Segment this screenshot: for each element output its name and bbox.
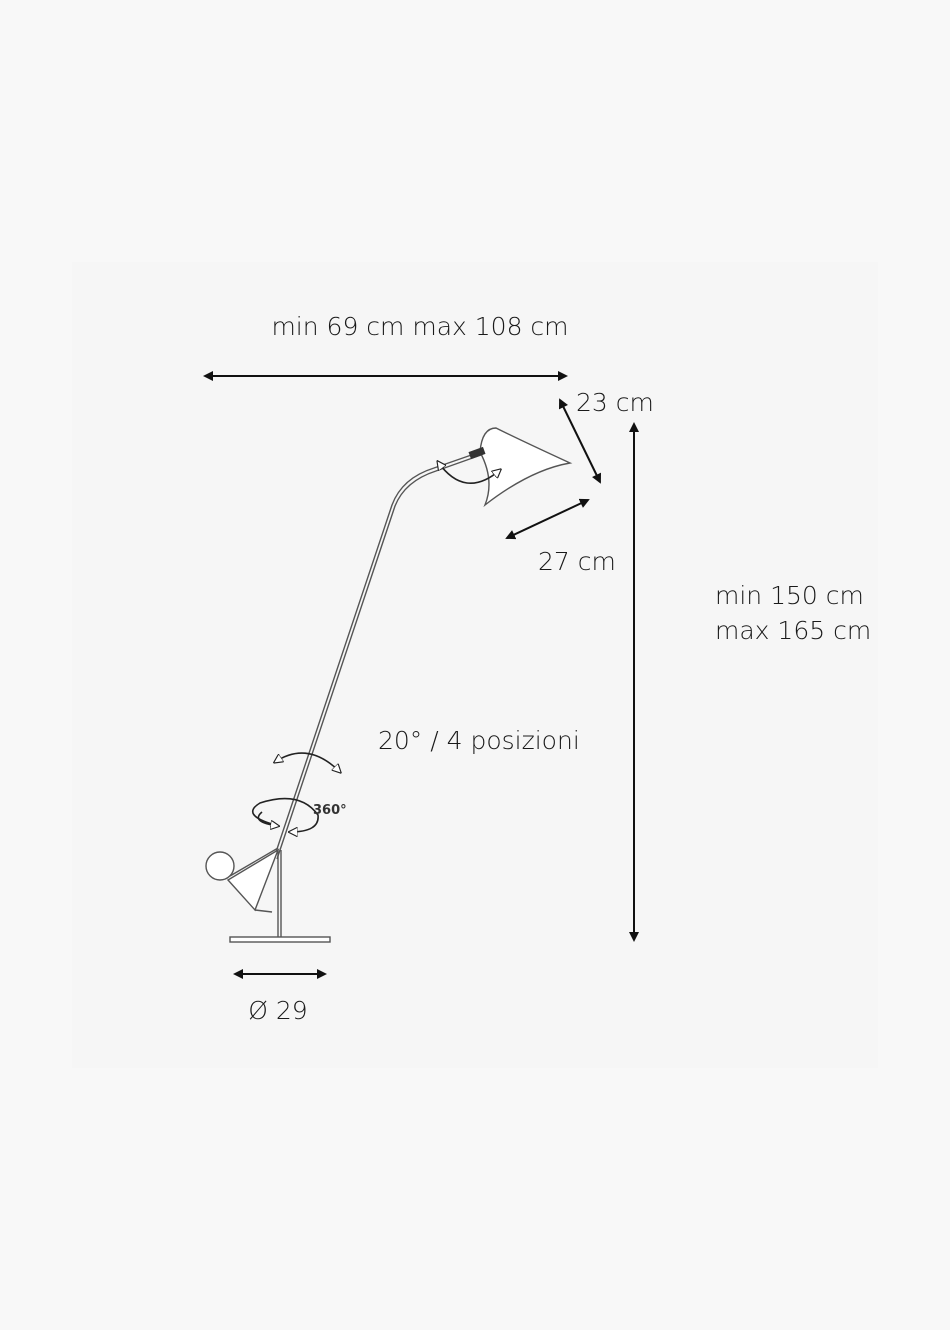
lamp-arm	[273, 451, 481, 859]
width-label: min 69 cm max 108 cm	[271, 312, 568, 341]
base-diameter-label: Ø 29	[248, 996, 307, 1025]
diagram-panel	[72, 262, 878, 1068]
shade-width-label: 27 cm	[538, 547, 616, 576]
rotation-360-icon	[251, 797, 319, 832]
shade-depth-arrow	[559, 398, 601, 484]
lamp-base	[229, 936, 331, 943]
shade-width-arrow	[505, 498, 590, 540]
tilt-label: 20° / 4 posizioni	[378, 726, 580, 755]
shade-depth-label: 23 cm	[576, 388, 654, 417]
height-max-label: max 165 cm	[715, 616, 871, 645]
arm-tilt-arrow-icon	[275, 752, 340, 772]
counterweight	[205, 851, 235, 881]
shade-tilt-arrow-icon	[438, 462, 500, 484]
height-min-label: min 150 cm	[715, 581, 864, 610]
rotation-label: 360°	[313, 803, 347, 818]
lamp-shade	[479, 427, 573, 508]
lamp-illustration	[205, 427, 573, 943]
